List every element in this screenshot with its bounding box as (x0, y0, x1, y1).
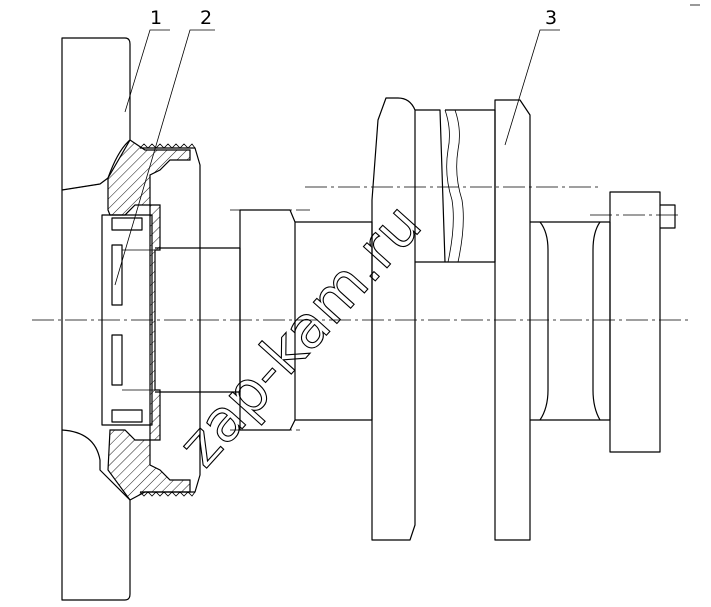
callout-1: 1 (150, 7, 162, 29)
crankshaft (155, 97, 676, 541)
flange-housing (61, 37, 131, 601)
watermark-text: zap-kam.ru (165, 191, 435, 480)
bearing (101, 214, 155, 426)
threaded-ring (139, 143, 201, 497)
callout-2: 2 (200, 7, 212, 29)
leader-lines (114, 4, 700, 286)
callout-3: 3 (545, 7, 557, 29)
